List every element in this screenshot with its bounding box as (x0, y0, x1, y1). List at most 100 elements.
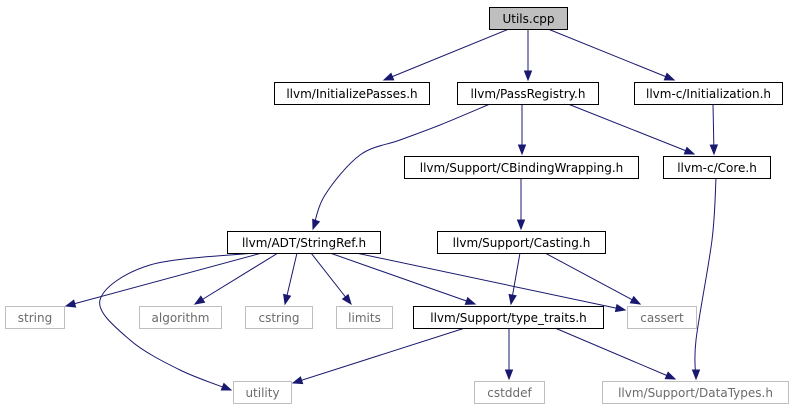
edge-string-ref-to-cstring (283, 252, 298, 306)
arrowhead (382, 72, 395, 81)
node-c-core[interactable]: llvm-c/Core.h (663, 156, 771, 179)
arrowhead (663, 72, 676, 81)
edge-type-traits-to-utility (291, 327, 466, 385)
node-label: llvm/Support/Casting.h (453, 236, 591, 250)
node-cassert: cassert (627, 306, 697, 329)
node-pass-registry[interactable]: llvm/PassRegistry.h (457, 82, 599, 105)
node-box (233, 381, 292, 404)
node-label: Utils.cpp (502, 12, 554, 26)
edge-c-initialization-to-c-core (709, 103, 719, 156)
node-utility: utility (233, 381, 292, 404)
edge-casting-to-cassert (544, 252, 642, 305)
edge-string-ref-to-type-traits (329, 252, 477, 305)
nodes-layer: Utils.cpp llvm/InitializePasses.h llvm/Pas… (5, 7, 789, 404)
node-label: algorithm (152, 311, 210, 325)
node-box (634, 82, 783, 105)
node-initialize-passes[interactable]: llvm/InitializePasses.h (274, 82, 430, 105)
edge-c-binding-wrapping-to-casting (516, 178, 526, 231)
node-cstring: cstring (245, 306, 313, 329)
edge-line (567, 103, 695, 155)
node-box (227, 231, 381, 254)
node-box (413, 306, 604, 329)
node-c-binding-wrapping[interactable]: llvm/Support/CBindingWrapping.h (404, 156, 639, 179)
node-data-types: llvm/Support/DataTypes.h (602, 381, 789, 404)
arrowhead (517, 144, 527, 156)
edge-type-traits-to-data-types (554, 327, 677, 380)
node-label: llvm/Support/CBindingWrapping.h (420, 161, 624, 175)
edge-pass-registry-to-c-core (567, 103, 696, 155)
edge-line (355, 252, 626, 311)
arrowhead (64, 299, 77, 308)
node-label: llvm/InitializePasses.h (286, 87, 417, 101)
edge-type-traits-to-cstddef (504, 328, 514, 381)
edge-line (544, 252, 641, 305)
node-label: utility (245, 386, 279, 400)
node-string-ref[interactable]: llvm/ADT/StringRef.h (227, 231, 381, 254)
node-box (663, 156, 771, 179)
edge-string-ref-to-utility (99, 252, 256, 391)
arrowhead (504, 369, 514, 381)
edge-string-ref-to-limits (310, 252, 352, 306)
node-box (474, 381, 545, 404)
node-string: string (5, 306, 65, 329)
arrowhead (220, 382, 233, 391)
arrowhead (523, 70, 533, 82)
edge-line (554, 327, 676, 380)
edge-c-core-to-data-types (691, 177, 717, 381)
arrowhead (193, 295, 206, 305)
node-box (489, 7, 568, 30)
node-box (274, 82, 430, 105)
edge-line (310, 252, 352, 305)
edge-pass-registry-to-string-ref (312, 103, 491, 231)
node-type-traits[interactable]: llvm/Support/type_traits.h (413, 306, 604, 329)
arrowhead (516, 219, 526, 231)
edge-string-ref-to-string (64, 252, 263, 308)
node-utils-cpp[interactable]: Utils.cpp (489, 7, 568, 30)
node-algorithm: algorithm (139, 306, 222, 329)
arrowhead (614, 303, 627, 313)
node-label: cstring (258, 311, 299, 325)
node-box (336, 306, 393, 329)
edge-line (312, 103, 491, 230)
edge-line (292, 327, 466, 384)
edge-line (194, 252, 279, 305)
edge-string-ref-to-algorithm (193, 252, 279, 305)
edge-utils-cpp-to-initialize-passes (382, 28, 510, 81)
node-box (139, 306, 222, 329)
node-label: llvm/ADT/StringRef.h (242, 236, 366, 250)
arrowhead (291, 376, 304, 385)
node-label: cassert (640, 311, 684, 325)
node-box (404, 156, 639, 179)
node-label: string (18, 311, 52, 325)
node-label: llvm/Support/type_traits.h (430, 311, 587, 325)
edges-layer (64, 28, 719, 391)
edge-utils-cpp-to-pass-registry (523, 29, 533, 82)
node-label: llvm-c/Initialization.h (646, 87, 771, 101)
arrowhead (312, 218, 321, 231)
arrowhead (508, 293, 517, 306)
node-box (245, 306, 313, 329)
edge-string-ref-to-cassert (355, 252, 627, 313)
arrowhead (664, 371, 677, 380)
node-box (437, 231, 606, 254)
node-casting[interactable]: llvm/Support/Casting.h (437, 231, 606, 254)
node-label: llvm/PassRegistry.h (471, 87, 586, 101)
edge-line (99, 252, 256, 391)
node-label: llvm-c/Core.h (677, 161, 757, 175)
arrowhead (629, 295, 642, 305)
edge-casting-to-type-traits (508, 252, 521, 306)
edge-pass-registry-to-c-binding-wrapping (517, 104, 527, 156)
node-label: llvm/Support/DataTypes.h (618, 386, 773, 400)
node-box (5, 306, 65, 329)
edge-line (694, 177, 717, 380)
arrowhead (691, 369, 701, 381)
node-limits: limits (336, 306, 393, 329)
arrowhead (283, 293, 292, 306)
node-cstddef: cstddef (474, 381, 545, 404)
edge-line (547, 28, 675, 81)
arrowhead (709, 144, 719, 156)
node-box (627, 306, 697, 329)
node-c-initialization[interactable]: llvm-c/Initialization.h (634, 82, 783, 105)
node-label: limits (348, 311, 381, 325)
